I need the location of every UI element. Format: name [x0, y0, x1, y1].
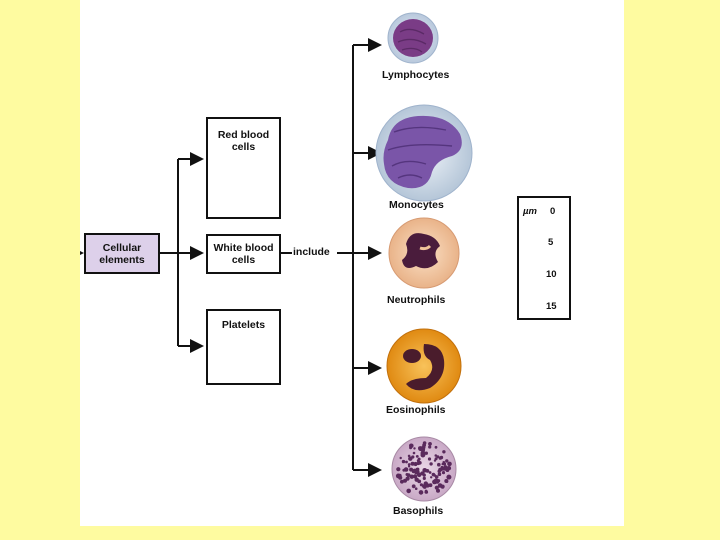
basophil-granule — [414, 469, 420, 475]
basophil-granule — [443, 468, 447, 471]
red-blood-cells-label: Red blood cells — [217, 129, 270, 153]
basophil-granule — [434, 485, 439, 490]
basophil-granule — [405, 476, 410, 481]
connector-cellular-branches — [160, 152, 204, 353]
basophil-granule — [406, 473, 411, 477]
basophil-granule — [425, 484, 428, 487]
cellular-elements-label: Cellular elements — [99, 242, 145, 266]
scale-tick-label: 5 — [548, 237, 554, 248]
basophil-granule — [422, 468, 428, 473]
basophil-granule — [417, 457, 421, 461]
basophil-granule — [413, 461, 418, 467]
basophil-granule — [405, 460, 408, 464]
basophil-granule — [420, 471, 424, 475]
cellular-elements-box: Cellular elements — [84, 233, 160, 274]
scale-tick-label: 15 — [546, 301, 557, 312]
lymphocyte-illustration — [387, 12, 439, 64]
basophil-granule — [409, 443, 414, 449]
basophil-granule — [399, 456, 402, 460]
basophil-granule — [427, 457, 432, 461]
basophil-granule — [409, 474, 414, 479]
basophil-granule — [414, 487, 418, 491]
basophil-granule — [442, 461, 446, 464]
basophil-granule — [403, 467, 409, 472]
basophil-granule — [422, 476, 426, 480]
basophil-granule — [406, 488, 412, 494]
basophil-granule — [432, 479, 437, 485]
wbc-type-label: Eosinophils — [386, 404, 446, 416]
basophil-granule — [411, 469, 416, 474]
basophil-granule — [445, 459, 449, 463]
basophil-granule — [407, 465, 411, 468]
basophil-granule — [407, 463, 411, 466]
basophil-granule — [445, 480, 449, 483]
wbc-type-label: Neutrophils — [387, 294, 446, 306]
basophil-granule — [401, 459, 406, 464]
basophil-granule — [407, 454, 411, 458]
eosinophil-illustration — [386, 328, 462, 404]
basophil-granule — [441, 467, 445, 471]
scale-tick-label: 10 — [546, 269, 557, 280]
basophil-granule — [419, 483, 423, 487]
basophil-granule — [415, 455, 419, 458]
wbc-type-label: Basophils — [393, 505, 444, 517]
wbc-type-label: Lymphocytes — [382, 69, 450, 81]
basophil-granule — [428, 442, 432, 446]
basophil-granule — [430, 476, 433, 479]
basophil-granule — [446, 466, 452, 471]
basophil-granule — [428, 471, 432, 474]
neutrophil-illustration — [388, 217, 460, 289]
basophil-granule — [418, 490, 424, 495]
basophil-granule — [413, 447, 416, 450]
basophil-granule — [400, 479, 404, 484]
basophil-granule — [437, 483, 443, 488]
basophil-granule — [422, 473, 426, 477]
basophil-granule — [447, 461, 452, 467]
scale-tick-label: 0 — [550, 206, 556, 217]
basophil-illustration — [391, 436, 457, 502]
basophil-granule — [434, 445, 438, 449]
scale-unit-label: µm — [523, 206, 537, 217]
basophil-granule — [424, 490, 429, 494]
basophil-granule — [434, 454, 438, 457]
wbc-type-label: Monocytes — [389, 199, 444, 211]
basophil-granule — [410, 461, 415, 466]
basophil-granule — [436, 488, 440, 493]
basophil-granule — [437, 462, 441, 467]
basophil-granule — [428, 445, 432, 449]
basophil-granule — [434, 475, 439, 479]
basophil-granule — [411, 484, 416, 489]
basophil-granule — [429, 462, 433, 466]
slide: Cellular elements Red blood cells White … — [80, 0, 624, 526]
red-blood-cells-box: Red blood cells — [206, 117, 281, 219]
basophil-granule — [434, 457, 438, 461]
include-label: include — [293, 246, 330, 258]
platelets-box: Platelets — [206, 309, 281, 385]
basophil-granule — [442, 450, 446, 454]
scale-bar — [517, 196, 571, 320]
basophil-granule — [424, 451, 428, 455]
white-blood-cells-label: White blood cells — [213, 242, 274, 266]
basophil-granule — [446, 474, 452, 480]
white-blood-cells-box: White blood cells — [206, 234, 281, 274]
basophil-granule — [441, 471, 446, 475]
monocyte-illustration — [375, 104, 473, 202]
basophil-granule — [413, 474, 418, 479]
basophil-granule — [421, 447, 426, 452]
basophil-granule — [437, 472, 442, 477]
basophil-granule — [396, 467, 401, 472]
basophil-granule — [411, 455, 415, 459]
basophil-granule — [436, 455, 440, 459]
basophil-granule — [417, 479, 422, 484]
basophil-granule — [412, 451, 416, 455]
basophil-granule — [398, 475, 403, 480]
basophil-granule — [422, 441, 427, 445]
platelets-label: Platelets — [221, 319, 266, 331]
basophil-granule — [439, 455, 444, 460]
